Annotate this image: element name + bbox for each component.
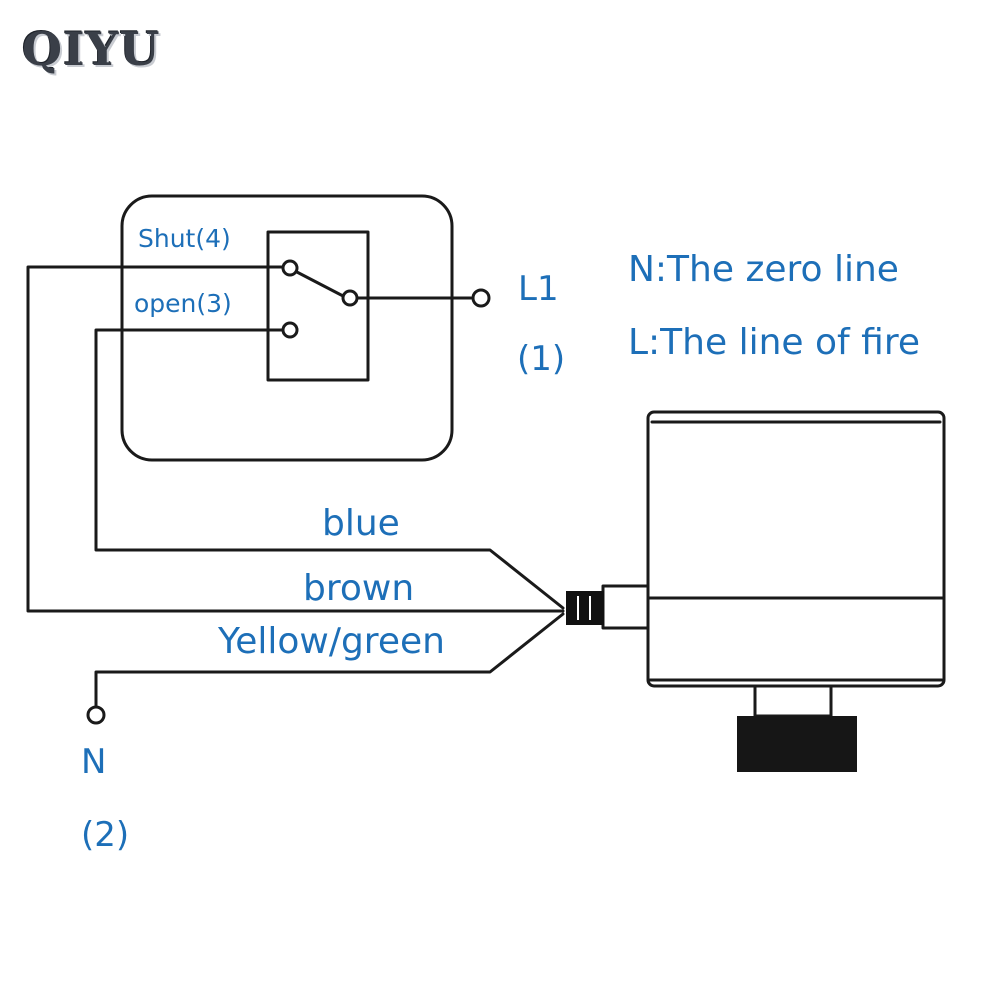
common-contact: [341, 289, 359, 307]
actuator-body: [646, 410, 946, 688]
shut-label: Shut(4): [138, 224, 231, 253]
blue-wire: [94, 328, 565, 610]
l1-terminal: [471, 288, 491, 308]
relay-box: [266, 230, 370, 382]
wire-label-blue: blue: [322, 503, 400, 544]
switch-housing: [120, 194, 454, 462]
shut-contact: [281, 259, 299, 277]
brown-wire: [26, 265, 565, 613]
n-number: (2): [81, 815, 130, 855]
switch-lever: [291, 268, 347, 299]
n-terminal: [86, 705, 106, 725]
open-label: open(3): [134, 289, 232, 318]
actuator-stem: [753, 684, 833, 718]
wire-label-yellow-green: Yellow/green: [218, 621, 445, 662]
legend-l-definition: L:The line of fire: [628, 322, 920, 363]
wire-label-brown: brown: [303, 568, 415, 609]
actuator-knob: [737, 716, 857, 772]
open-contact: [281, 321, 299, 339]
l1-number: (1): [517, 339, 566, 379]
yellow-green-wire: [94, 612, 565, 707]
brand-logo: QIYU: [22, 22, 161, 76]
l1-label: L1: [518, 269, 559, 309]
wire-connector: [566, 591, 604, 625]
n-label: N: [81, 742, 107, 782]
cable-gland: [601, 584, 650, 630]
legend-n-definition: N:The zero line: [628, 249, 899, 290]
